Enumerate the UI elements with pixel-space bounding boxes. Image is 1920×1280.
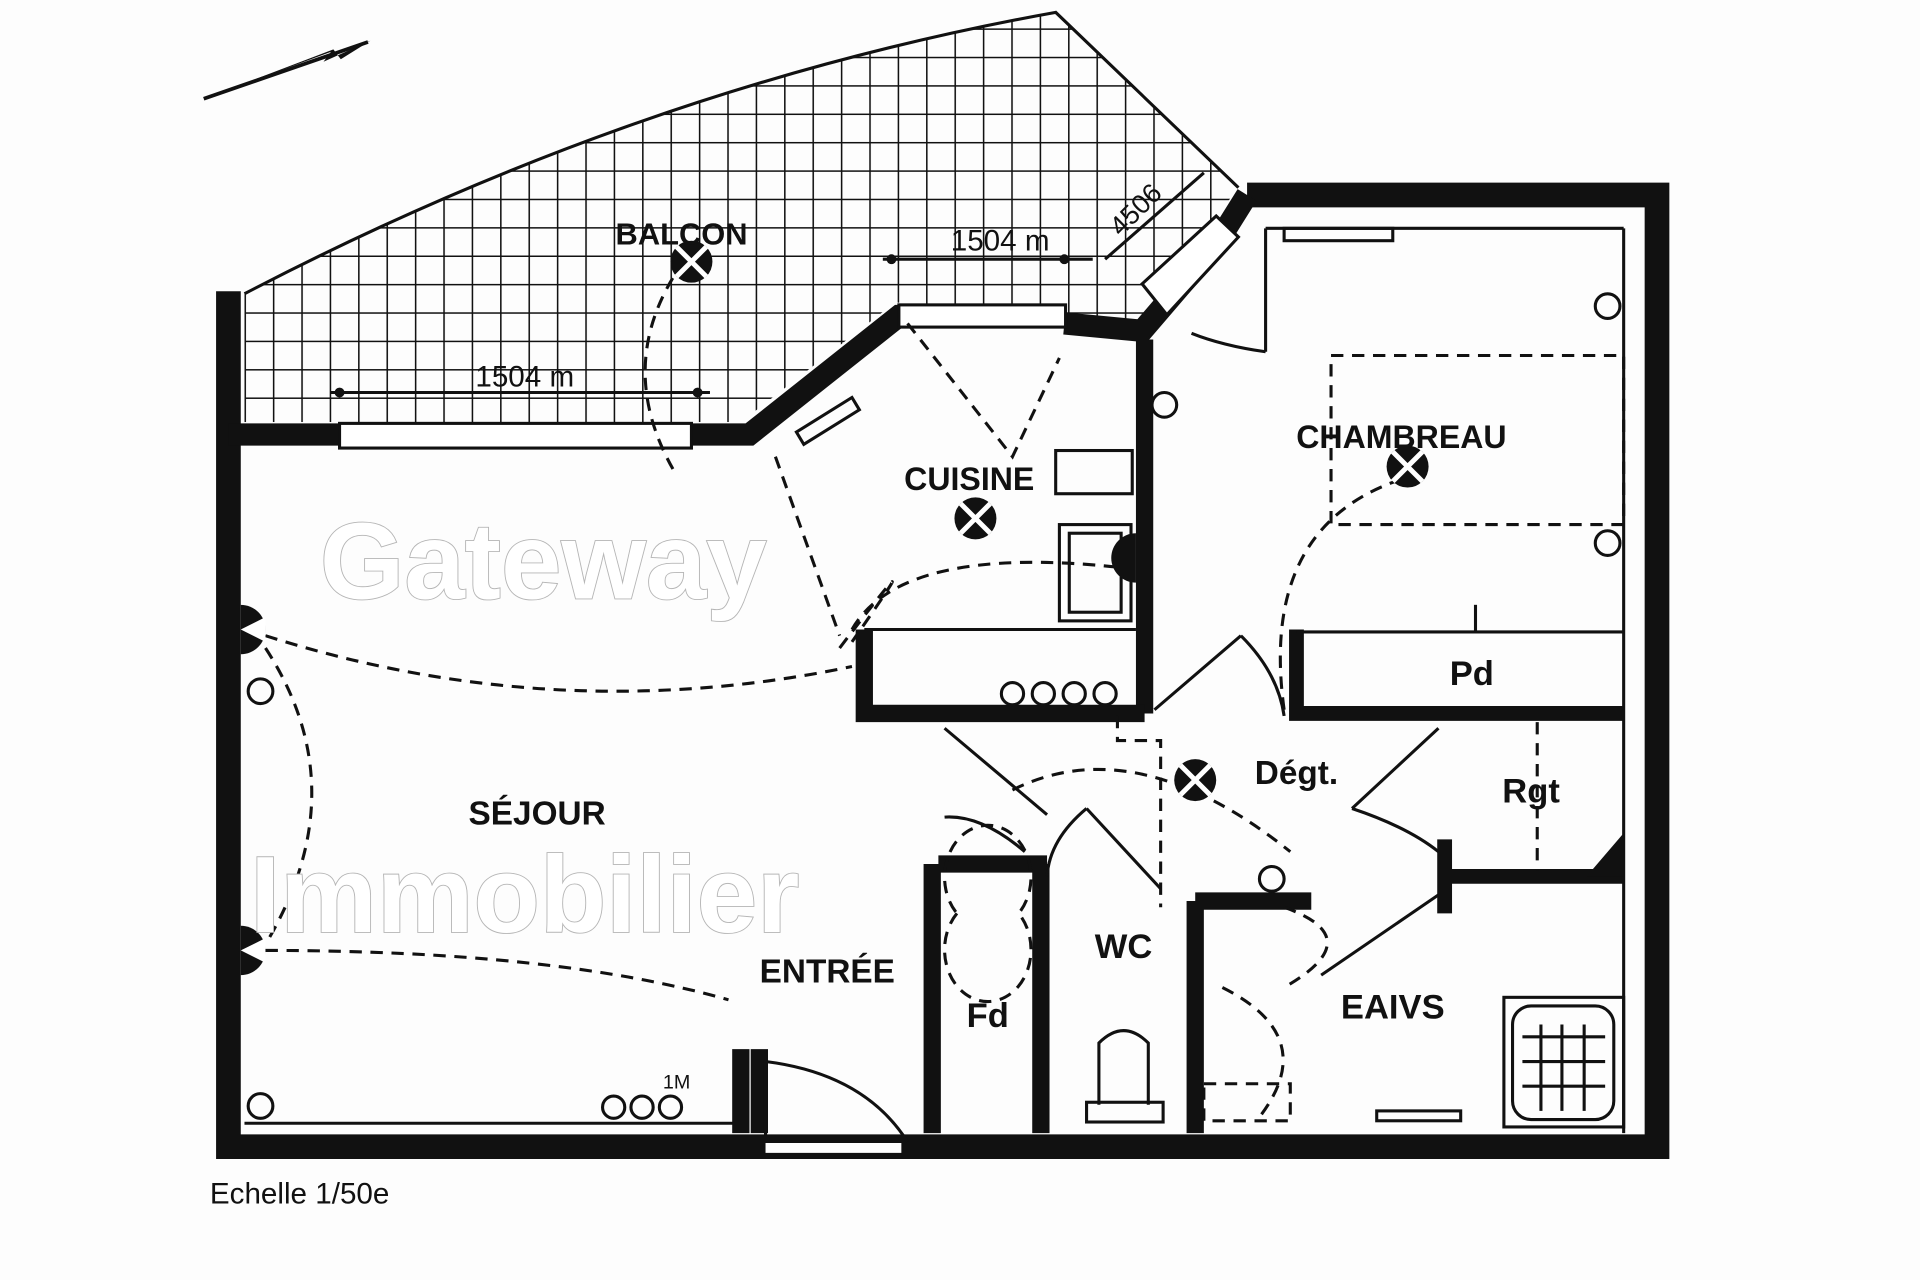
watermark-line: Gateway xyxy=(320,502,767,623)
room-label-cuisine: CUISINE xyxy=(904,461,1034,497)
dimension-balcony-left: 1504 m xyxy=(475,360,574,393)
window xyxy=(897,303,1068,329)
room-label-sejour: SÉJOUR xyxy=(469,795,606,833)
north-arrow-icon xyxy=(203,40,371,101)
room-label-balcon: BALCON xyxy=(616,216,748,251)
room-label-entree: ENTRÉE xyxy=(760,953,895,991)
scale-label: Echelle 1/50e xyxy=(210,1177,389,1210)
window xyxy=(338,421,693,450)
room-label-degagement: Dégt. xyxy=(1255,755,1338,792)
ceiling-light-icon xyxy=(1174,759,1217,802)
room-label-chambre: CHAMBREAU xyxy=(1296,419,1506,455)
interior-walls xyxy=(246,292,1626,1153)
room-label-rangement: Rgt xyxy=(1502,772,1560,810)
ceiling-light-icon xyxy=(670,240,713,283)
wall-light-icon xyxy=(240,925,266,976)
ceiling-light-icon xyxy=(954,497,997,540)
room-label-fd: Fd xyxy=(967,997,1009,1035)
wall-light-icon xyxy=(240,604,266,655)
balcony-door xyxy=(1140,213,1241,318)
room-label-bains: EAIVS xyxy=(1341,988,1445,1026)
electrical-wiring xyxy=(264,276,1396,1119)
room-label-wc: WC xyxy=(1095,928,1153,966)
exterior-walls xyxy=(216,182,1670,1160)
marker-1m: 1M xyxy=(663,1072,690,1094)
dimension-lines xyxy=(330,171,1205,398)
ceiling-light-icon xyxy=(1386,445,1429,488)
dimension-balcony-top: 1504 m xyxy=(951,225,1050,258)
watermark-line: Immobilier xyxy=(250,835,799,956)
wall-light-icon xyxy=(1111,533,1136,583)
room-label-placard: Pd xyxy=(1450,655,1494,693)
